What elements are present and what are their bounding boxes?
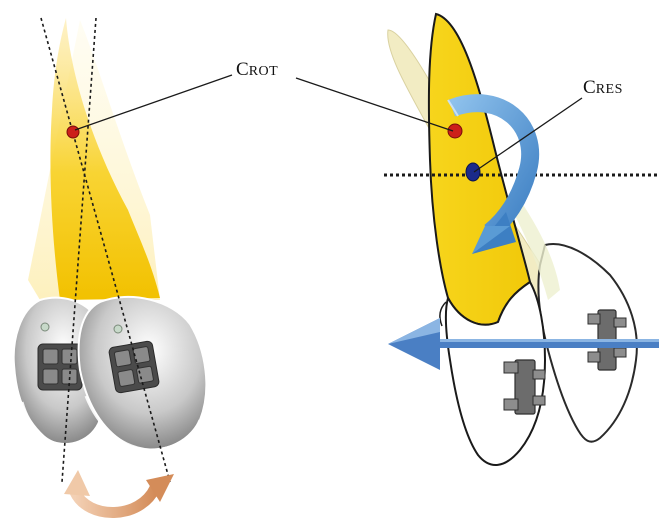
occlusal-view	[14, 18, 232, 513]
center-of-rotation-label: CROT	[236, 60, 278, 79]
bracket-left	[38, 344, 82, 390]
center-of-resistance-label: CRES	[583, 78, 623, 97]
root-dot-left	[41, 323, 49, 331]
center-of-rotation-left	[67, 126, 79, 138]
crot-sub: ROT	[249, 64, 279, 79]
root-dot-right	[114, 325, 122, 333]
cres-main: C	[583, 77, 596, 98]
bracket-right-occlusal	[108, 341, 159, 394]
occlusal-rotation-arrow-icon	[64, 470, 174, 513]
center-of-rotation-right	[448, 124, 462, 138]
center-of-resistance	[466, 163, 480, 181]
cres-sub: RES	[596, 82, 623, 97]
crot-main: C	[236, 59, 249, 80]
